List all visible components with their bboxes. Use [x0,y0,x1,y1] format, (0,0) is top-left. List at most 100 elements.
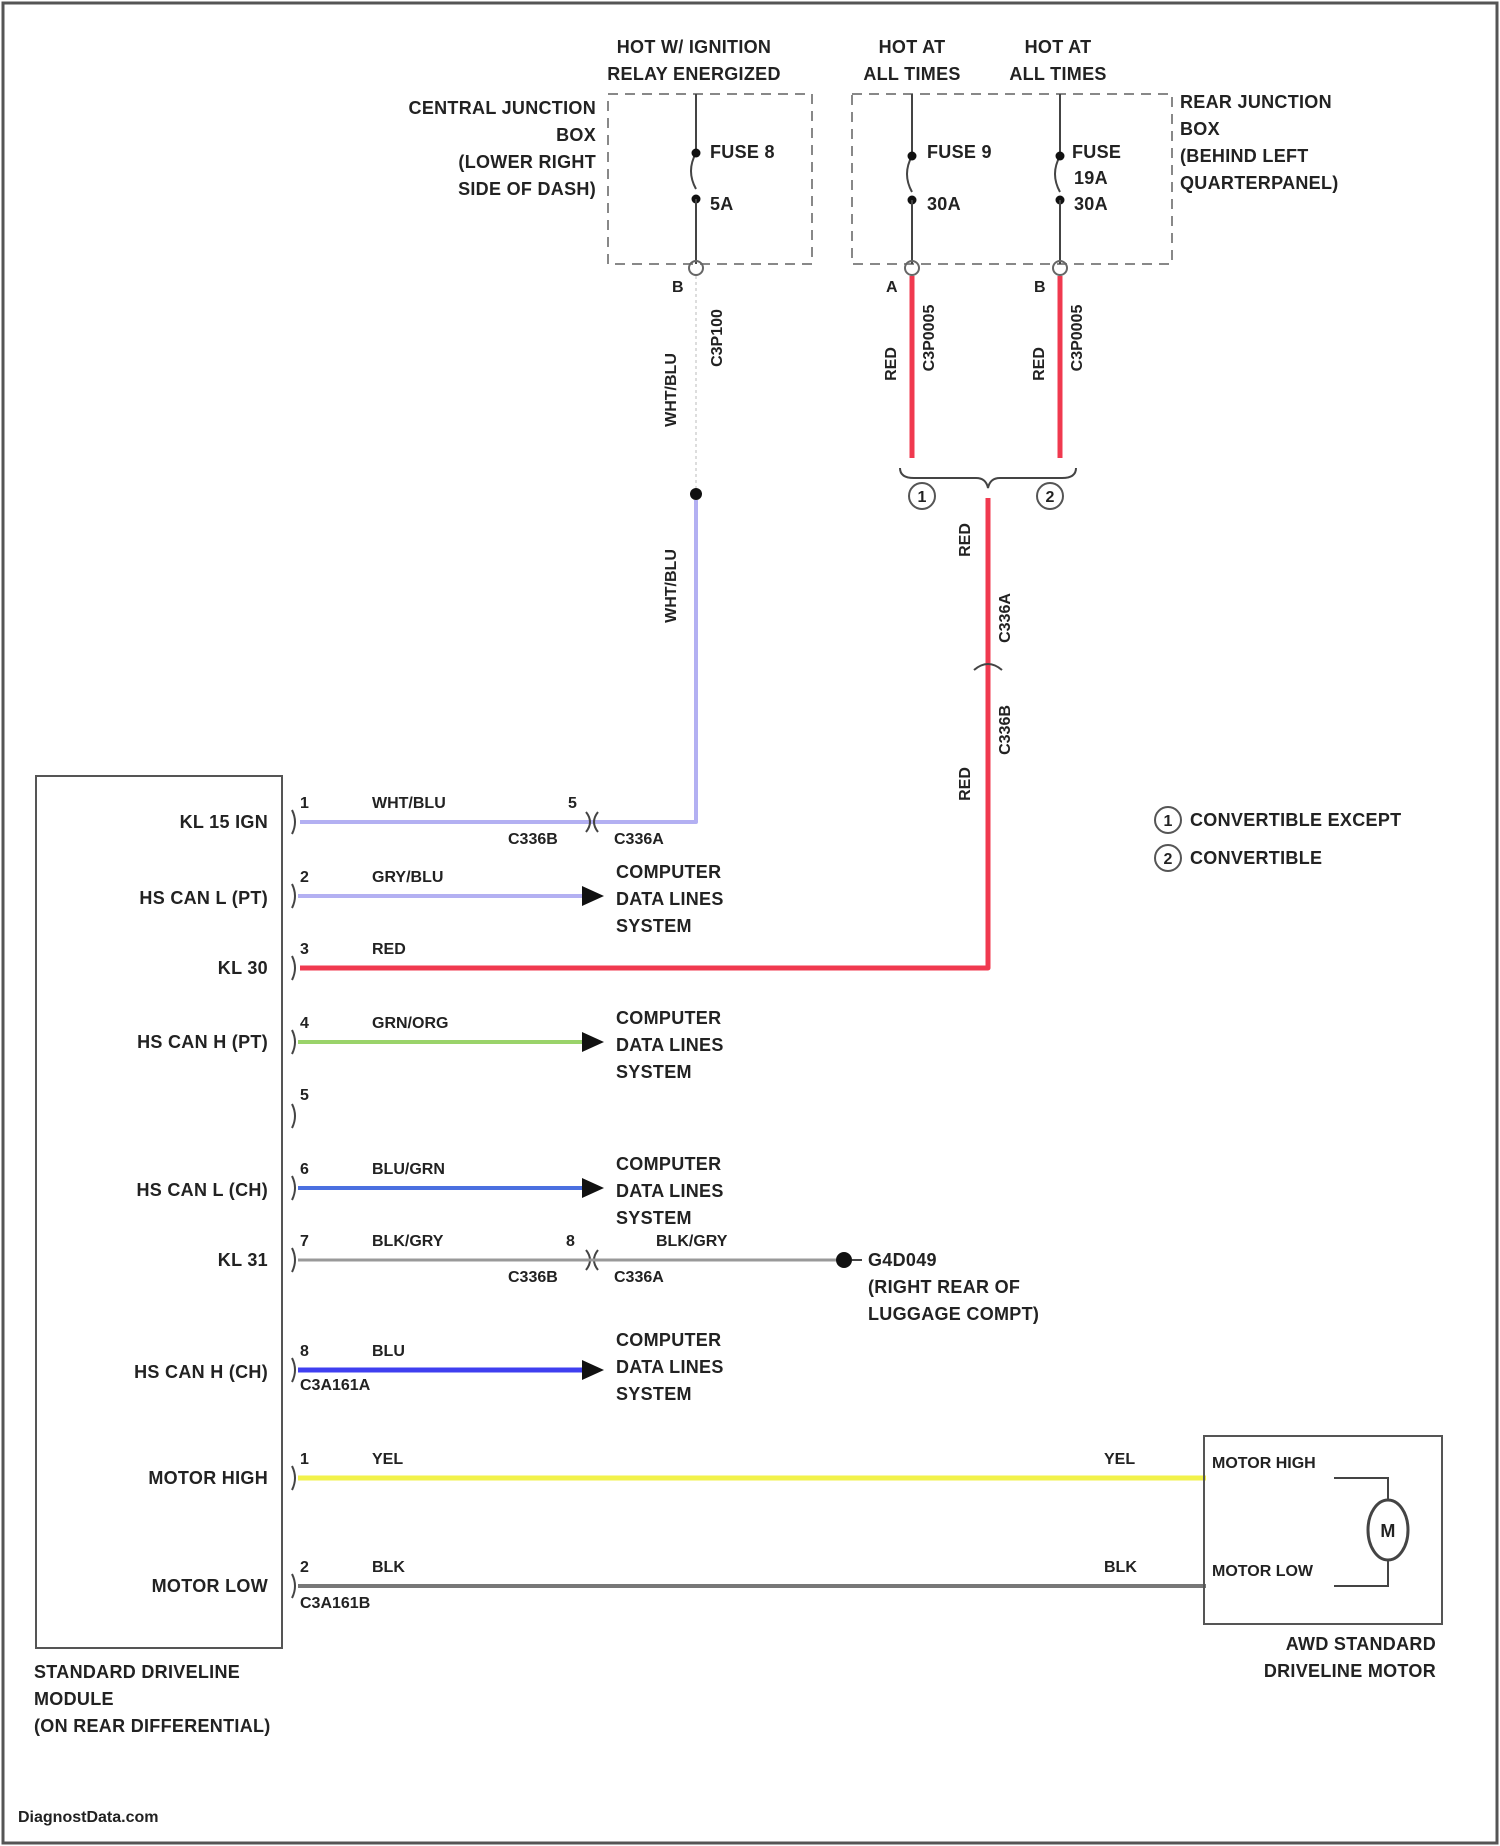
cdl-c-line2: DATA LINES [616,1181,724,1201]
wire-wht-blu-feed [300,500,696,822]
wire-label-pin7: BLK/GRY [372,1233,444,1250]
watermark: DiagnostData.com [18,1809,158,1826]
hot-all-times-1-label-1: HOT AT [879,37,946,57]
cjb-connector-label: C3P100 [709,309,726,367]
wire-label-c336a: C336A [997,593,1014,643]
pin-name-motor-low: MOTOR LOW [152,1576,268,1596]
wire-label-motor-high: YEL [372,1451,403,1468]
pin-name-hs-can-l-ch: HS CAN L (CH) [136,1180,268,1200]
cdl-c-line1: COMPUTER [616,1154,721,1174]
rjb-fuse1-connector: C3P0005 [921,305,938,372]
cdl-c-line3: SYSTEM [616,1208,692,1228]
note-legend-2-num: 2 [1164,851,1173,868]
rjb-label-2: BOX [1180,119,1220,139]
pin-name-hs-can-l-pt: HS CAN L (PT) [139,888,268,908]
cjb-fuse-name: FUSE 8 [710,142,775,162]
module-connector-2: C3A161B [300,1595,370,1612]
fuse-symbol-9 [907,156,912,192]
cdl-a-line1: COMPUTER [616,862,721,882]
motor-pin-low: MOTOR LOW [1212,1563,1314,1580]
rjb-label-4: QUARTERPANEL) [1180,173,1339,193]
inline-c336b-1: C336B [508,831,558,848]
inline-c336b-7: C336B [508,1269,558,1286]
pin-name-kl30: KL 30 [218,958,268,978]
pin-num-3: 3 [300,941,309,958]
pin-name-hs-can-h-ch: HS CAN H (CH) [134,1362,268,1382]
wire-label-red-upper: RED [957,523,974,557]
cdl-d-line2: DATA LINES [616,1357,724,1377]
pin-name-hs-can-h-pt: HS CAN H (PT) [137,1032,268,1052]
ground-icon [836,1252,852,1268]
cjb-label-3: (LOWER RIGHT [458,152,596,172]
rjb-fuse1-name: FUSE 9 [927,142,992,162]
pin-num-5: 5 [300,1087,309,1104]
hot-all-times-2-label-1: HOT AT [1025,37,1092,57]
cjb-pin-label: B [672,279,684,296]
cjb-label-1: CENTRAL JUNCTION [409,98,596,118]
splice-point [690,488,702,500]
cjb-box [608,94,812,264]
motor-pin-high: MOTOR HIGH [1212,1455,1316,1472]
note-marker-2-num: 2 [1046,489,1055,506]
fuse-terminal [692,149,701,158]
hot-all-times-2-label-2: ALL TIMES [1009,64,1106,84]
wire-label-wht-blu-lower: WHT/BLU [663,549,680,623]
pin-num-8: 8 [300,1343,309,1360]
cdl-d-line1: COMPUTER [616,1330,721,1350]
cdl-a-line2: DATA LINES [616,889,724,909]
motor-lead-high [1334,1478,1388,1500]
pin-stub [292,1574,295,1598]
wire-label-red-fuse19a: RED [1031,347,1048,381]
cdl-b-line1: COMPUTER [616,1008,721,1028]
cjb-label-2: BOX [556,125,596,145]
ground-name: G4D049 [868,1250,937,1270]
wire-label-pin1: WHT/BLU [372,795,446,812]
wire-label-red-fuse9: RED [883,347,900,381]
hot-ignition-label-2: RELAY ENERGIZED [607,64,781,84]
note-legend-2-text: CONVERTIBLE [1190,848,1322,868]
wire-label-pin3: RED [372,941,406,958]
pin-stub [292,810,295,834]
pin-num-2: 2 [300,869,309,886]
cdl-a-line3: SYSTEM [616,916,692,936]
motor-lead-low [1334,1560,1388,1586]
pin-name-kl31: KL 31 [218,1250,268,1270]
arrow-right-icon [582,1032,604,1052]
arrow-right-icon [582,1178,604,1198]
inline-c336a-1: C336A [614,831,664,848]
ground-line-2: (RIGHT REAR OF [868,1277,1020,1297]
motor-wire-label-low: BLK [1104,1559,1137,1576]
hot-ignition-label-1: HOT W/ IGNITION [617,37,772,57]
pin-num-7: 7 [300,1233,309,1250]
pin-stub [292,1466,295,1490]
wire-label-c336b: C336B [997,705,1014,755]
fuse-terminal [1056,152,1065,161]
module-connector-1: C3A161A [300,1377,371,1394]
pin-stub [292,1104,295,1128]
motor-wire-label-high: YEL [1104,1451,1135,1468]
wire-label-pin8: BLU [372,1343,405,1360]
wire-label-blk-gry-right: BLK/GRY [656,1233,728,1250]
pin-stub [292,1248,295,1272]
wire-label-pin6: BLU/GRN [372,1161,445,1178]
pin-name-kl15-ign: KL 15 IGN [180,812,268,832]
motor-symbol: M [1380,1521,1395,1541]
inline-pin-1: 5 [568,795,577,812]
wire-merge-brace [900,468,1076,488]
module-label-2: MODULE [34,1689,114,1709]
pin-num-4: 4 [300,1015,309,1032]
pin-num-motor-low: 2 [300,1559,309,1576]
cjb-fuse-amp: 5A [710,194,734,214]
rjb-label-1: REAR JUNCTION [1180,92,1332,112]
inline-c336a-7: C336A [614,1269,664,1286]
pin-num-6: 6 [300,1161,309,1178]
rjb-label-3: (BEHIND LEFT [1180,146,1309,166]
module-label-1: STANDARD DRIVELINE [34,1662,240,1682]
rjb-fuse2-connector: C3P0005 [1069,305,1086,372]
rjb-fuse2-num: 19A [1074,168,1108,188]
ground-line-3: LUGGAGE COMPT) [868,1304,1039,1324]
arrow-right-icon [582,886,604,906]
motor-label-1: AWD STANDARD [1286,1634,1436,1654]
pin-stub [292,1358,295,1382]
